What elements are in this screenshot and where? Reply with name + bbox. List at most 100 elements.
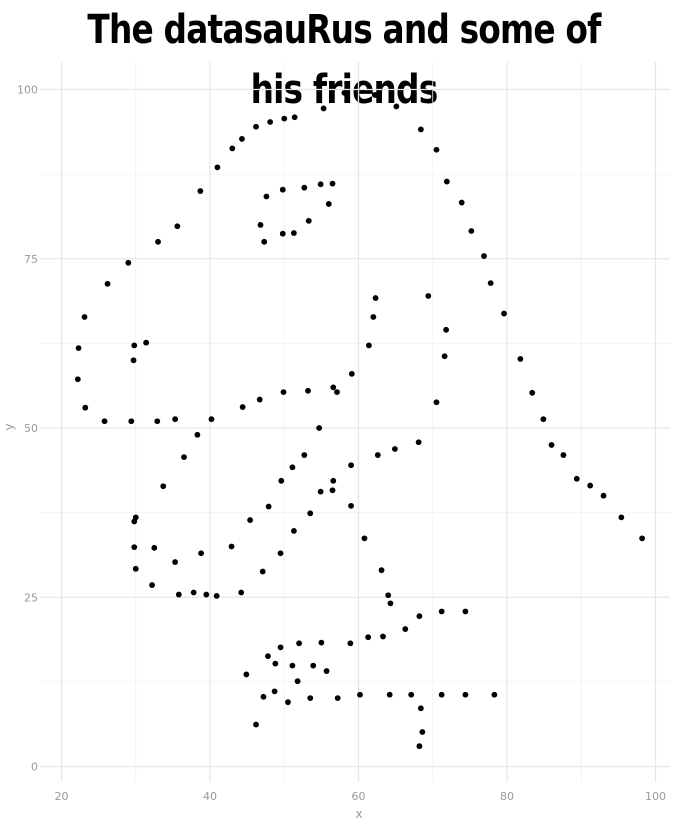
data-point bbox=[272, 660, 279, 667]
data-point bbox=[402, 626, 409, 632]
data-point bbox=[417, 705, 424, 712]
minor-gridlines bbox=[40, 62, 670, 782]
data-point bbox=[229, 145, 236, 152]
data-point bbox=[348, 502, 354, 509]
x-tick-label: 80 bbox=[500, 790, 514, 803]
data-point bbox=[334, 389, 340, 396]
data-point bbox=[253, 721, 259, 728]
data-point bbox=[433, 146, 440, 153]
data-point bbox=[317, 181, 324, 188]
data-point bbox=[257, 222, 264, 228]
data-point bbox=[441, 353, 448, 360]
data-point bbox=[131, 342, 138, 349]
data-point bbox=[517, 356, 524, 362]
data-point bbox=[316, 425, 323, 431]
data-point bbox=[154, 418, 161, 425]
data-point bbox=[238, 589, 245, 596]
data-point bbox=[391, 446, 398, 452]
data-point bbox=[197, 188, 204, 194]
data-point bbox=[365, 342, 372, 349]
data-point bbox=[370, 314, 377, 320]
data-point bbox=[143, 339, 150, 346]
data-point bbox=[417, 126, 424, 133]
data-point bbox=[438, 608, 445, 615]
data-point bbox=[301, 184, 308, 191]
data-point bbox=[247, 517, 253, 523]
data-point bbox=[271, 688, 278, 695]
data-point bbox=[307, 510, 314, 517]
data-point bbox=[415, 439, 422, 446]
data-point bbox=[228, 543, 235, 550]
data-point bbox=[190, 589, 197, 596]
data-point bbox=[174, 223, 181, 230]
data-point bbox=[330, 477, 337, 484]
data-point bbox=[239, 136, 245, 142]
data-point bbox=[151, 544, 158, 551]
data-point bbox=[600, 492, 607, 499]
data-point bbox=[203, 591, 210, 598]
data-point bbox=[320, 105, 327, 112]
data-point bbox=[481, 253, 487, 259]
data-point bbox=[285, 699, 291, 706]
data-point bbox=[160, 483, 167, 490]
data-point bbox=[330, 384, 337, 391]
data-point bbox=[291, 230, 297, 236]
data-point bbox=[289, 464, 296, 471]
data-point bbox=[131, 544, 138, 551]
data-point bbox=[260, 693, 267, 700]
data-point bbox=[104, 280, 111, 287]
data-point bbox=[361, 535, 368, 542]
data-point bbox=[374, 452, 381, 458]
data-point bbox=[487, 280, 494, 287]
data-point bbox=[468, 228, 475, 234]
data-point bbox=[372, 295, 379, 301]
data-point bbox=[279, 230, 286, 237]
data-point bbox=[341, 89, 348, 96]
y-tick-label: 50 bbox=[24, 422, 38, 435]
y-tick-label: 100 bbox=[17, 84, 38, 97]
data-point bbox=[347, 640, 354, 647]
data-point bbox=[289, 662, 296, 669]
data-point bbox=[294, 678, 301, 685]
data-point bbox=[371, 92, 378, 98]
data-point bbox=[380, 633, 386, 640]
major-gridlines bbox=[40, 62, 670, 782]
data-point bbox=[529, 389, 536, 396]
data-point bbox=[296, 640, 302, 647]
data-point bbox=[267, 119, 274, 125]
data-point bbox=[560, 452, 567, 458]
data-point bbox=[181, 454, 187, 461]
y-tick-label: 0 bbox=[31, 761, 38, 774]
data-point bbox=[130, 357, 137, 364]
data-point bbox=[279, 186, 286, 193]
data-point bbox=[462, 691, 469, 698]
data-point bbox=[214, 164, 221, 171]
data-point bbox=[348, 462, 354, 469]
data-point bbox=[419, 729, 426, 735]
data-point bbox=[280, 389, 287, 396]
data-point bbox=[348, 370, 355, 377]
x-tick-label: 100 bbox=[645, 790, 666, 803]
data-point bbox=[587, 482, 594, 489]
data-point bbox=[175, 591, 182, 598]
data-point bbox=[74, 376, 81, 383]
data-point bbox=[639, 535, 646, 542]
data-point bbox=[172, 416, 179, 423]
data-point bbox=[208, 416, 215, 423]
data-point bbox=[491, 691, 498, 698]
data-point bbox=[261, 238, 268, 245]
data-point bbox=[386, 691, 393, 698]
data-point bbox=[334, 695, 341, 702]
data-point bbox=[131, 518, 138, 525]
data-point bbox=[357, 691, 363, 698]
data-point bbox=[443, 326, 450, 333]
data-point bbox=[125, 259, 132, 266]
data-point bbox=[393, 103, 400, 110]
data-point bbox=[365, 634, 372, 641]
data-point bbox=[433, 399, 440, 406]
data-point bbox=[101, 418, 108, 425]
data-point bbox=[277, 644, 284, 651]
data-point bbox=[425, 293, 432, 299]
data-point bbox=[75, 345, 82, 352]
